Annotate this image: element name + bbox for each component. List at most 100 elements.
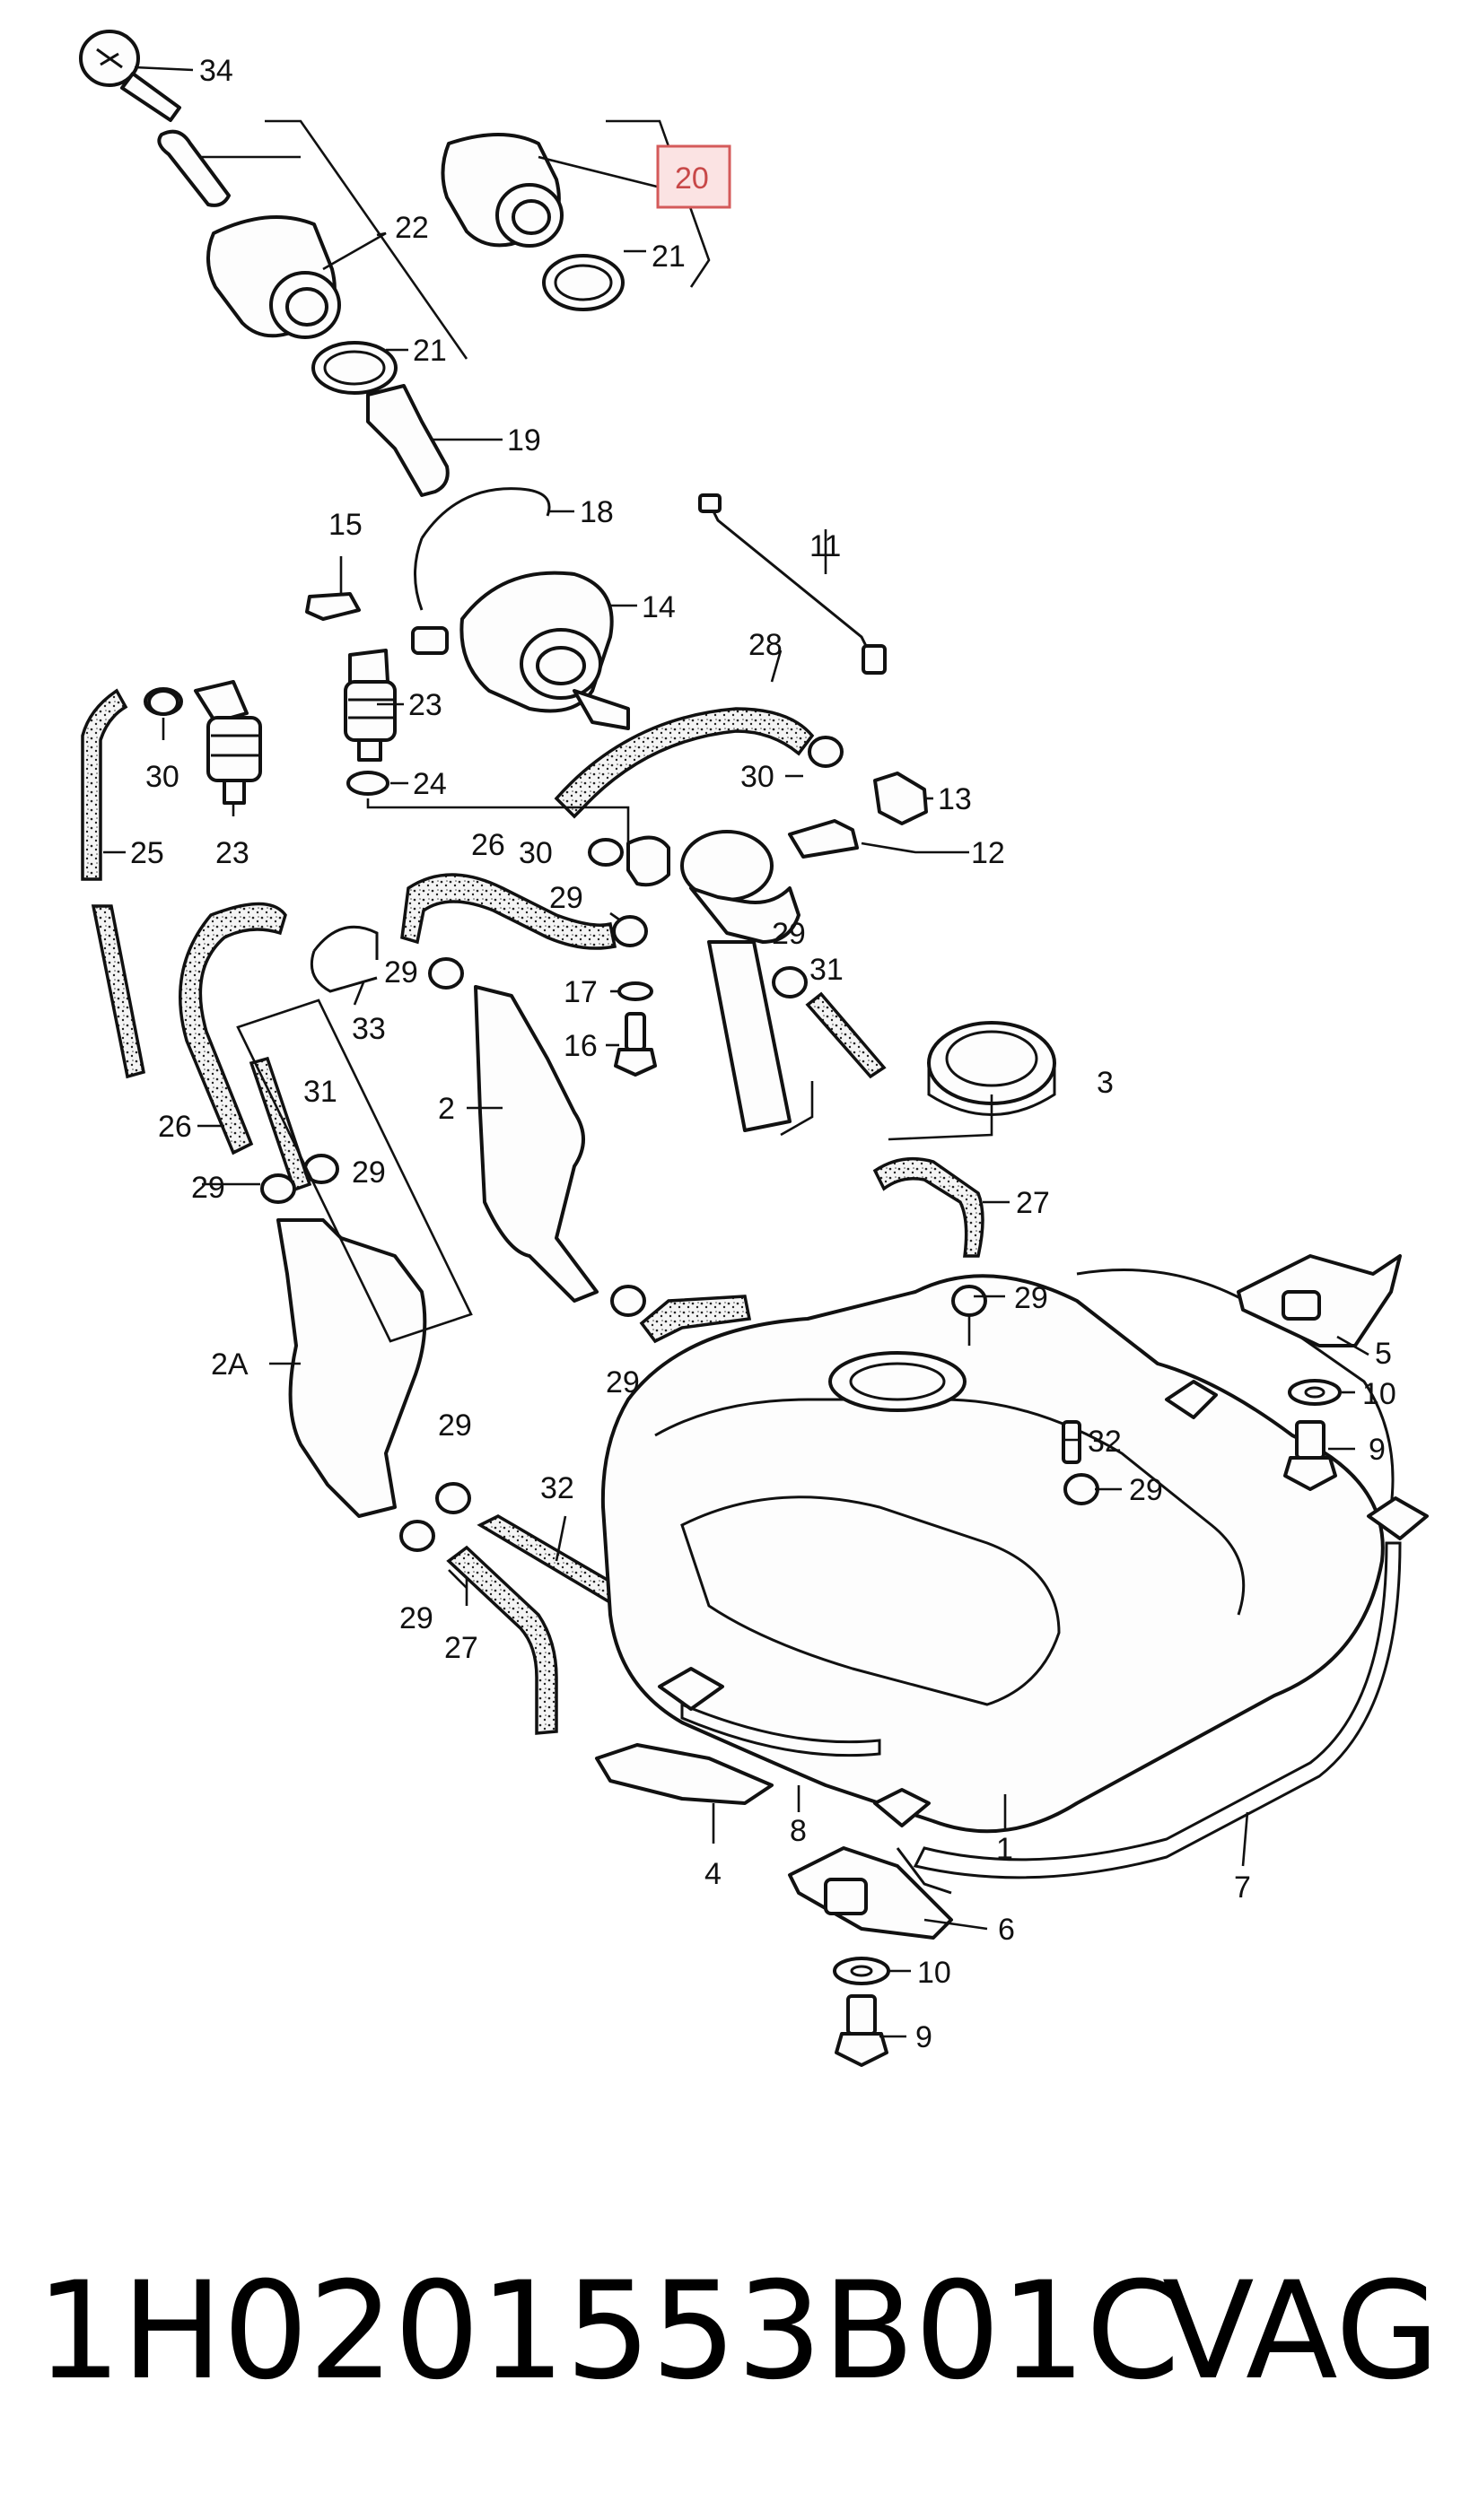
callout-34: 34 [199,54,233,88]
callout-9-bottom: 9 [915,2020,932,2054]
tab-bracket-1 [1165,1380,1218,1419]
footer-part-number: 1H0201553B01C [36,2254,1180,2410]
callout-15: 15 [328,508,363,542]
callout-6: 6 [998,1913,1015,1947]
part-7-strap [913,1541,1402,1879]
part-26-hose-center [400,873,617,950]
callout-28: 28 [748,628,783,662]
part-31-hose-right [805,991,887,1079]
part-filler-pipe [680,830,800,1132]
part-6-bracket [788,1846,953,1940]
part-1-fuel-tank [600,1269,1395,1834]
callout-33: 33 [352,1012,386,1046]
part-17-washer [617,981,653,1001]
tab-bracket-4 [873,1788,931,1827]
highlight-box-20 [656,144,731,209]
part-14-housing [459,571,630,730]
part-22-filler-neck [206,215,341,339]
callout-26-center: 26 [471,828,505,862]
callout-31-right: 31 [809,953,844,987]
part-29-clamp-5 [610,1285,646,1317]
callout-10-bottom: 10 [917,1956,951,1990]
callout-19: 19 [507,423,541,458]
part-12-sender [788,819,859,859]
callout-23-left: 23 [215,836,249,870]
tab-bracket-3 [658,1667,724,1711]
callout-5: 5 [1375,1337,1392,1371]
part-2a-shield [276,1218,427,1518]
callout-21-left: 21 [413,334,447,368]
part-27-hose-top [872,1156,984,1258]
part-15-screw [305,592,361,621]
callout-2: 2 [438,1092,455,1126]
callout-29-g: 29 [606,1365,640,1400]
callout-14: 14 [642,590,676,624]
callout-9-right: 9 [1369,1433,1386,1467]
callout-10-right: 10 [1362,1377,1396,1411]
callout-1: 1 [996,1832,1013,1866]
part-32-small-hose [1062,1420,1081,1464]
callout-2a: 2A [211,1347,249,1382]
leader-lines [103,65,1369,2038]
parts-drawing [79,30,1429,2067]
callout-25: 25 [130,836,164,870]
callout-29-e: 29 [352,1155,386,1190]
part-13-nut [873,772,928,825]
part-33-clip [310,925,379,993]
part-29-clamp-6 [772,966,808,998]
footer-brand: VAG [1162,2254,1439,2410]
callout-29-f: 29 [1014,1281,1048,1315]
callout-29-j: 29 [399,1601,433,1635]
callout-20[interactable]: 20 [675,161,709,196]
part-10-washer-right [1288,1379,1342,1406]
callout-11: 11 [809,529,841,563]
callout-3: 3 [1097,1066,1114,1100]
callout-26-left: 26 [158,1110,192,1144]
callout-30-mid: 30 [519,836,553,870]
part-small-cylinder [411,626,449,655]
part-29-clamp-7 [951,1285,987,1317]
callout-13: 13 [938,782,972,816]
part-30-clamp-mid [588,838,624,867]
part-16-screw [614,1012,657,1077]
part-29-clamp-8 [435,1482,471,1514]
callout-17: 17 [564,975,598,1009]
part-29-clamp-4 [303,1154,339,1184]
callout-8: 8 [790,1814,807,1848]
part-9-bolt-bottom [835,1994,888,2067]
part-9-bolt-right [1283,1420,1337,1491]
callout-29-i: 29 [1129,1473,1163,1507]
part-sleeve [157,129,231,207]
callout-29-b: 29 [772,917,806,951]
part-29-clamp-3 [260,1173,296,1204]
part-19-connector [366,384,450,497]
callout-12: 12 [971,836,1005,870]
callout-32-right: 32 [1088,1425,1122,1459]
callout-29-c: 29 [384,955,418,990]
callout-23-center: 23 [408,688,442,722]
part-26-hose-left [179,902,287,1155]
callout-21-right: 21 [652,240,686,274]
part-30-clamp-left [147,689,179,716]
part-11-cable [707,501,872,656]
callout-30-left: 30 [145,760,179,794]
part-27-hose-bottom [446,1545,558,1735]
part-4-bracket [595,1743,774,1805]
callout-4: 4 [704,1857,722,1891]
part-20-filler-neck [441,133,564,248]
callout-24: 24 [413,767,447,801]
part-34-tool [79,30,181,122]
part-25-hose [81,688,128,881]
part-2-shield [474,985,599,1303]
part-3-lock-ring [927,1021,1056,1116]
part-23-valve-center [344,649,397,762]
part-28-hose [554,707,815,819]
callout-29-h: 29 [438,1408,472,1443]
callout-29-d: 29 [191,1171,225,1205]
callout-32-left: 32 [540,1471,574,1505]
part-10-washer-bottom [833,1957,890,1985]
callout-7: 7 [1234,1870,1251,1905]
callout-30-top: 30 [740,760,774,794]
part-30-clamp-top [808,736,844,768]
